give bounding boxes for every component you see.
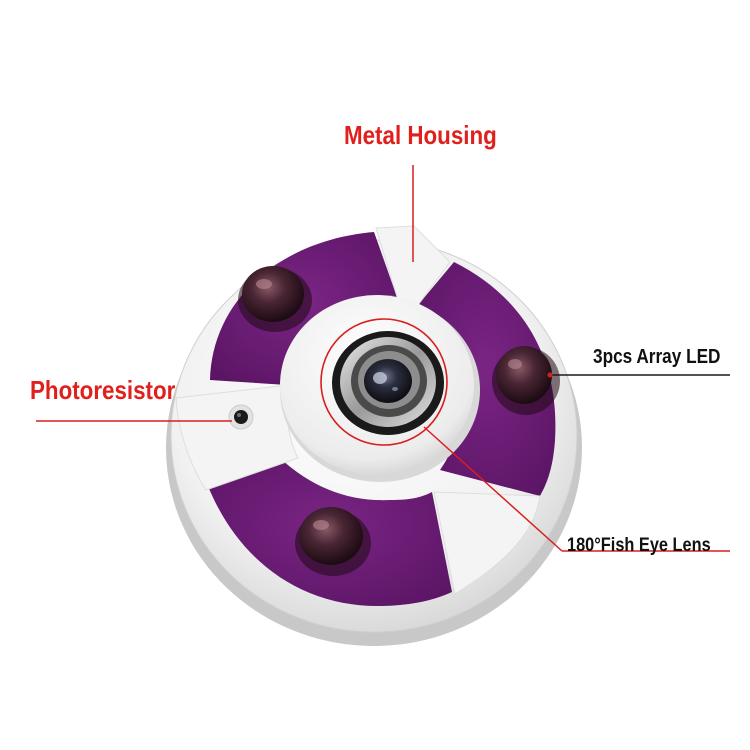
fisheye-lens-label: 180°Fish Eye Lens <box>567 535 711 556</box>
fisheye-lens <box>332 331 444 435</box>
metal-housing-label: Metal Housing <box>344 120 497 150</box>
array-led-label: 3pcs Array LED <box>593 346 721 368</box>
housing-ribs <box>175 225 541 595</box>
led-bottom <box>295 507 371 576</box>
led-pointer-dot <box>547 372 553 378</box>
led-right <box>492 346 560 415</box>
photoresistor-label: Photoresistor <box>30 375 176 405</box>
lens-highlight-ring <box>320 318 448 446</box>
purple-panel-right <box>418 262 556 496</box>
led-top-left <box>238 266 312 332</box>
photoresistor-sensor <box>228 404 254 430</box>
leader-fisheye <box>423 426 563 552</box>
